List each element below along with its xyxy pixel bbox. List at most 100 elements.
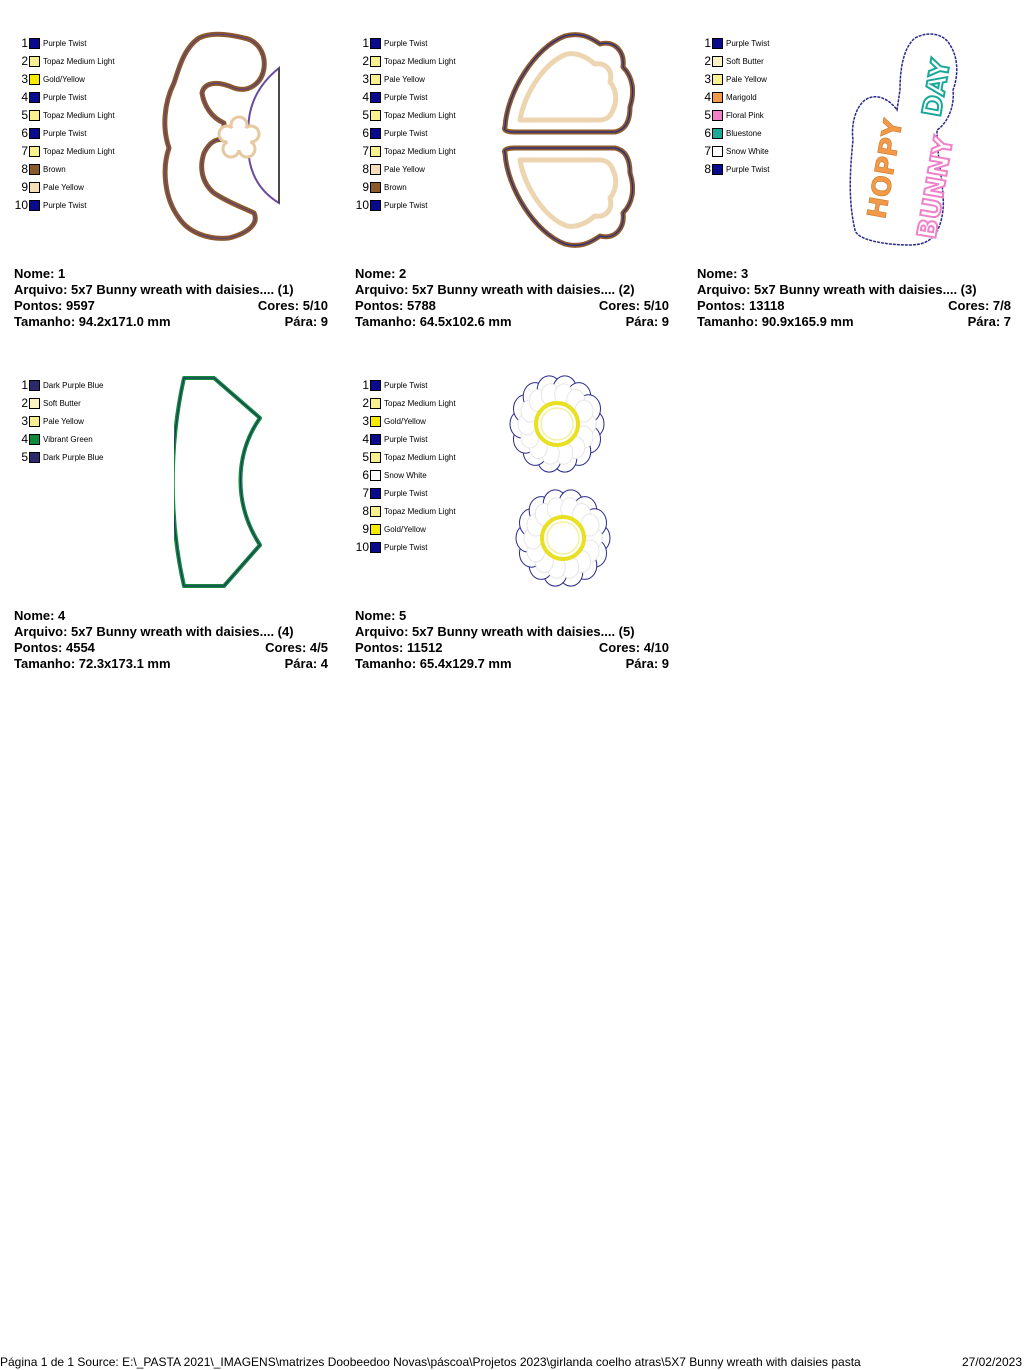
design-name: Nome: 3 — [697, 266, 749, 281]
color-swatch — [29, 199, 40, 211]
color-number: 8 — [362, 162, 369, 176]
color-name: Topaz Medium Light — [43, 56, 115, 66]
color-number: 4 — [362, 432, 369, 446]
design-file: Arquivo: 5x7 Bunny wreath with daisies..… — [14, 624, 294, 639]
color-name: Soft Butter — [43, 398, 81, 408]
color-name: Purple Twist — [43, 92, 87, 102]
color-name: Dark Purple Blue — [43, 452, 104, 462]
color-row: 3 Gold/Yellow — [14, 70, 164, 88]
color-number: 10 — [14, 198, 28, 212]
design-info: Nome: 1 Arquivo: 5x7 Bunny wreath with d… — [14, 266, 328, 330]
color-row: 5 Dark Purple Blue — [14, 448, 164, 466]
color-number: 1 — [362, 36, 369, 50]
color-number: 4 — [21, 432, 28, 446]
design-preview-bunny-head — [162, 31, 280, 241]
color-name: Gold/Yellow — [384, 416, 426, 426]
color-number: 4 — [362, 90, 369, 104]
color-name: Pale Yellow — [43, 416, 84, 426]
design-stops: Pára: 7 — [967, 314, 1011, 329]
design-stops: Pára: 9 — [625, 656, 669, 671]
color-name: Purple Twist — [384, 200, 428, 210]
color-swatch — [712, 127, 723, 139]
color-swatch — [370, 415, 381, 427]
color-name: Snow White — [726, 146, 769, 156]
color-number: 1 — [21, 378, 28, 392]
color-row: 10 Purple Twist — [355, 196, 505, 214]
color-swatch — [712, 91, 723, 103]
design-size: Tamanho: 64.5x102.6 mm — [355, 314, 512, 329]
color-number: 2 — [21, 396, 28, 410]
color-swatch — [29, 397, 40, 409]
color-number: 10 — [355, 198, 369, 212]
color-swatch — [370, 523, 381, 535]
color-number: 3 — [21, 72, 28, 86]
color-number: 1 — [704, 36, 711, 50]
color-number: 9 — [21, 180, 28, 194]
color-name: Purple Twist — [384, 92, 428, 102]
color-name: Pale Yellow — [384, 164, 425, 174]
design-stops: Pára: 4 — [284, 656, 328, 671]
design-preview-hoppy-bunny-day: HOPPY BUNNY DAY — [849, 33, 961, 246]
color-swatch — [370, 397, 381, 409]
color-swatch — [712, 163, 723, 175]
color-swatch — [29, 91, 40, 103]
design-preview-arc-segment — [174, 376, 262, 588]
color-name: Purple Twist — [43, 200, 87, 210]
color-swatch — [370, 73, 381, 85]
color-number: 2 — [362, 396, 369, 410]
color-swatch — [370, 37, 381, 49]
color-name: Gold/Yellow — [43, 74, 85, 84]
color-name: Topaz Medium Light — [384, 452, 456, 462]
color-swatch — [29, 451, 40, 463]
design-file: Arquivo: 5x7 Bunny wreath with daisies..… — [697, 282, 977, 297]
color-swatch — [712, 145, 723, 157]
color-name: Topaz Medium Light — [43, 110, 115, 120]
color-number: 4 — [704, 90, 711, 104]
color-name: Purple Twist — [384, 128, 428, 138]
color-swatch — [370, 487, 381, 499]
design-points: Pontos: 5788 — [355, 298, 436, 313]
color-swatch — [370, 469, 381, 481]
daisy-bottom — [515, 489, 611, 587]
design-points: Pontos: 9597 — [14, 298, 95, 313]
design-file: Arquivo: 5x7 Bunny wreath with daisies..… — [355, 624, 635, 639]
design-colors-count: Cores: 5/10 — [257, 298, 328, 313]
design-preview-daisies — [509, 375, 611, 587]
color-number: 5 — [21, 450, 28, 464]
color-name: Topaz Medium Light — [384, 506, 456, 516]
color-swatch — [370, 433, 381, 445]
design-file: Arquivo: 5x7 Bunny wreath with daisies..… — [14, 282, 294, 297]
color-row: 8 Pale Yellow — [355, 160, 505, 178]
color-number: 3 — [362, 72, 369, 86]
design-size: Tamanho: 90.9x165.9 mm — [697, 314, 854, 329]
color-row: 5 Topaz Medium Light — [355, 448, 505, 466]
color-number: 10 — [355, 540, 369, 554]
color-name: Pale Yellow — [384, 74, 425, 84]
color-name: Gold/Yellow — [384, 524, 426, 534]
color-swatch — [29, 127, 40, 139]
footer-source: Página 1 de 1 Source: E:\_PASTA 2021\_IM… — [0, 1355, 861, 1369]
design-colors-count: Cores: 7/8 — [948, 298, 1011, 313]
color-number: 9 — [362, 522, 369, 536]
color-name: Dark Purple Blue — [43, 380, 104, 390]
color-row: 4 Purple Twist — [355, 88, 505, 106]
color-name: Topaz Medium Light — [384, 110, 456, 120]
design-points: Pontos: 11512 — [355, 640, 443, 655]
color-swatch — [370, 55, 381, 67]
color-number: 5 — [362, 450, 369, 464]
color-number: 2 — [21, 54, 28, 68]
design-colors-count: Cores: 5/10 — [598, 298, 669, 313]
